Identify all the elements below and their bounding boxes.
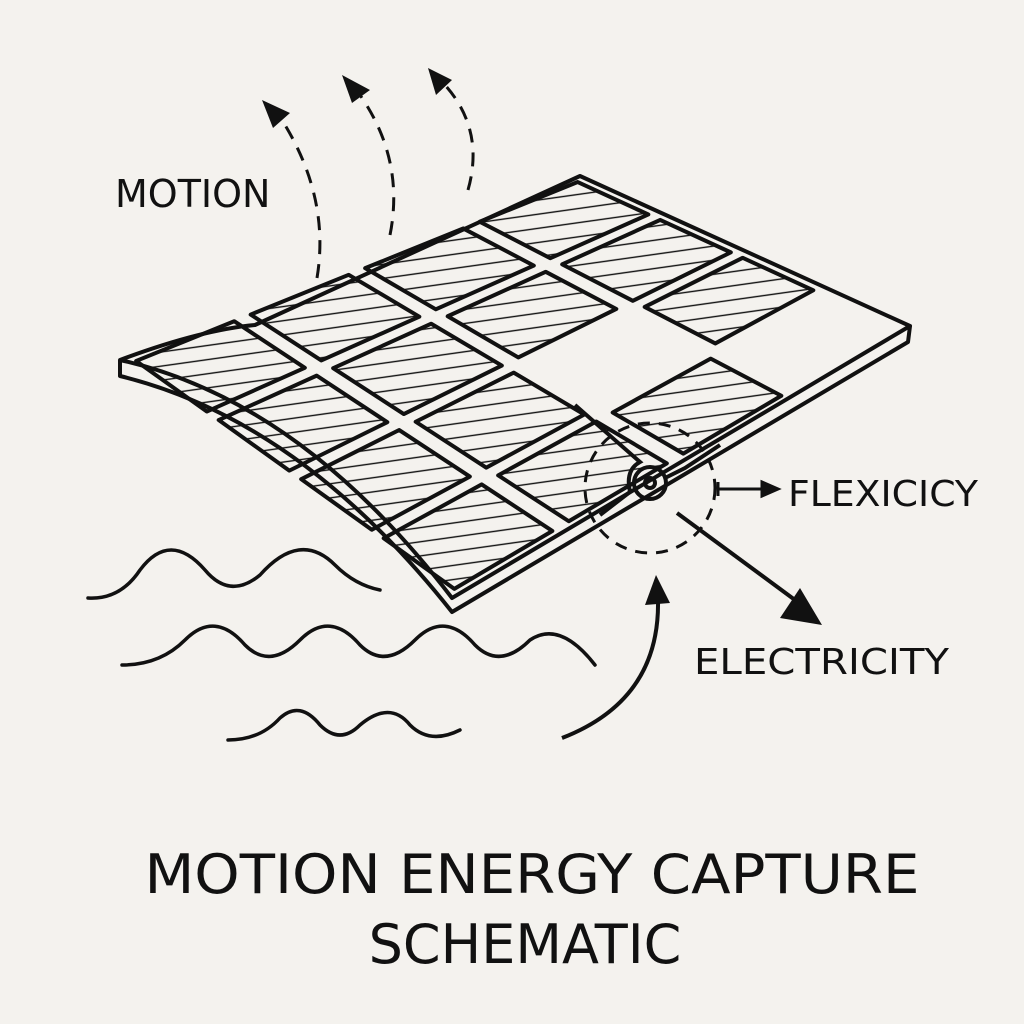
flexicity-label: FLEXICICY <box>788 474 979 515</box>
solar-tile <box>331 321 504 417</box>
motion-arrows <box>283 84 475 279</box>
solar-tile <box>560 217 733 303</box>
solar-tile <box>363 226 536 312</box>
solar-tile <box>299 428 472 532</box>
title-line-1: MOTION ENERGY CAPTURE <box>145 843 920 906</box>
solar-tile <box>134 319 307 414</box>
solar-tile-grid <box>134 180 816 591</box>
solar-tile <box>248 272 422 363</box>
hinge-detail-circle <box>583 421 717 555</box>
solar-tile <box>610 356 784 456</box>
solar-tile <box>216 373 390 473</box>
wave-motion-arrow <box>561 599 661 740</box>
title-line-2: SCHEMATIC <box>369 913 682 976</box>
solar-tile <box>477 180 651 261</box>
electricity-arrow <box>675 511 822 625</box>
wave-motion-arrowhead <box>645 575 670 605</box>
electricity-label: ELECTRICITY <box>694 642 950 683</box>
flex-hinge <box>573 403 722 517</box>
solar-tile <box>445 269 619 360</box>
motion-arrowheads <box>262 68 452 128</box>
solar-tile <box>642 255 816 346</box>
motion-label: MOTION <box>115 172 270 216</box>
flexicity-arrow <box>716 479 782 499</box>
water-waves <box>86 548 597 742</box>
solar-tile <box>381 482 555 591</box>
